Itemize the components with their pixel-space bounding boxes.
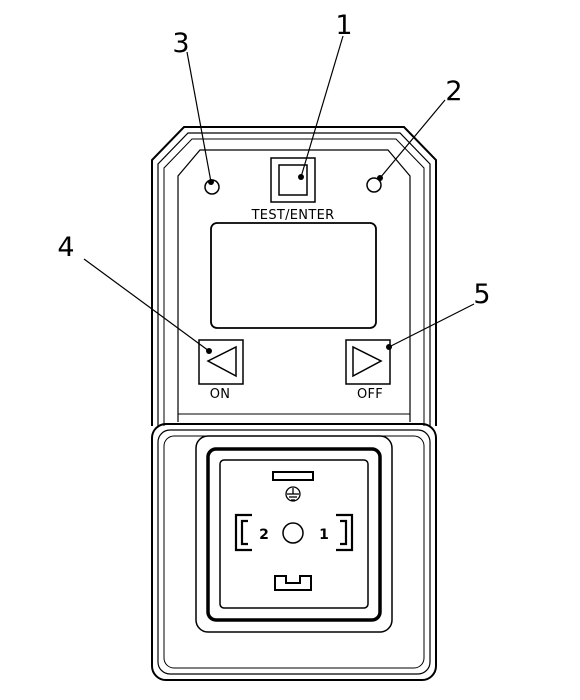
off-label: OFF bbox=[357, 387, 383, 402]
left-triangle-icon bbox=[206, 345, 237, 378]
callout-4: 4 bbox=[57, 232, 74, 263]
ground-contact bbox=[272, 471, 314, 481]
on-label: ON bbox=[210, 387, 231, 402]
callout-2: 2 bbox=[445, 76, 462, 107]
pin-1-label: 1 bbox=[319, 527, 329, 543]
test-enter-label: TEST/ENTER bbox=[251, 208, 335, 223]
on-button[interactable] bbox=[198, 339, 244, 385]
contact-pin-1 bbox=[336, 513, 354, 552]
center-pin bbox=[282, 522, 304, 544]
contact-pin-2 bbox=[234, 513, 252, 552]
right-triangle-icon bbox=[352, 345, 383, 378]
led-indicator-2 bbox=[366, 177, 382, 193]
connector-socket bbox=[195, 435, 393, 633]
off-button[interactable] bbox=[345, 339, 391, 385]
leader-dots bbox=[206, 174, 392, 354]
leader-lines bbox=[83, 35, 475, 352]
upper-housing bbox=[151, 126, 437, 426]
ground-icon bbox=[285, 486, 301, 502]
callout-3: 3 bbox=[172, 28, 189, 59]
callout-1: 1 bbox=[335, 10, 352, 41]
pin-2-label: 2 bbox=[259, 527, 269, 543]
test-enter-button[interactable] bbox=[270, 157, 316, 203]
display-window bbox=[210, 222, 377, 329]
callout-5: 5 bbox=[473, 279, 490, 310]
lower-housing bbox=[151, 423, 437, 681]
coding-key bbox=[274, 575, 312, 591]
